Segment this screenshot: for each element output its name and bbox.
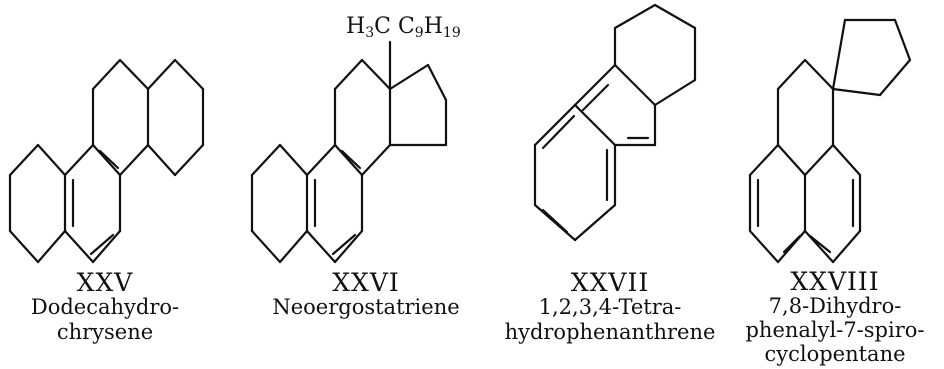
structure-xxvii [533,3,697,242]
structure-xxviii [748,18,912,264]
compound-numeral: XXV [76,268,134,297]
substituent-labels: H3C C9H19 [346,14,461,41]
compound-name-line: hydrophenanthrene [504,320,716,344]
compound-name-line: phenalyl-7-spiro- [745,318,925,342]
compound-name-line: cyclopentane [764,342,906,366]
compound-name-line: 1,2,3,4-Tetra- [538,295,682,319]
compound-label-xxvii: XXVII 1,2,3,4-Tetra- hydrophenanthrene [490,270,730,345]
compound-numeral: XXVIII [790,267,880,296]
compound-name-line: Dodecahydro- [30,295,180,319]
compound-name-line: Neoergostatriene [272,295,460,319]
compound-numeral: XXVI [332,268,400,297]
compound-numeral: XXVII [570,268,650,297]
compound-name-line: 7,8-Dihydro- [768,294,902,318]
compound-name-line: chrysene [56,320,154,344]
side-chain-label: C9H19 [397,14,461,41]
compound-label-xxv: XXV Dodecahydro- chrysene [0,270,210,345]
structure-xxv [8,58,205,264]
structure-xxvi [250,40,448,264]
compound-label-xxviii: XXVIII 7,8-Dihydro- phenalyl-7-spiro- cy… [730,267,940,366]
compound-label-xxvi: XXVI Neoergostatriene [246,270,486,320]
methyl-label: H3C [346,14,391,41]
